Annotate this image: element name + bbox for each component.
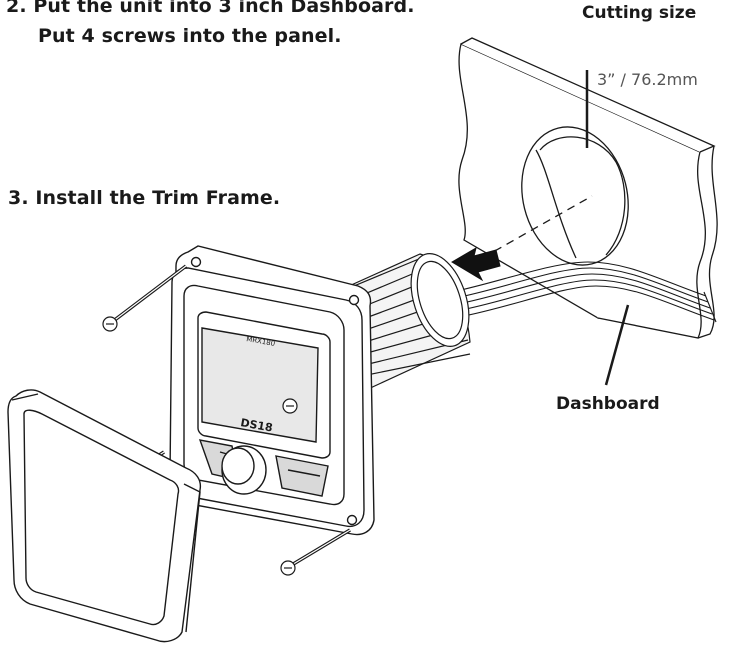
cutting-size-label: Cutting size — [582, 3, 697, 23]
screw-center — [283, 399, 297, 413]
dashboard-label: Dashboard — [556, 394, 660, 414]
step3-title: 3. Install the Trim Frame. — [8, 187, 281, 209]
unit-brand-text: DS18 — [239, 416, 273, 434]
step2-title-line1: 2. Put the unit into 3 inch Dashboard. — [6, 0, 415, 17]
wire-harness — [452, 262, 716, 322]
step2-title-line2: Put 4 screws into the panel. — [38, 25, 342, 47]
head-unit — [170, 246, 374, 534]
screw-top-left — [103, 266, 186, 331]
dashboard-leader — [606, 305, 628, 385]
screw-bottom-right — [281, 530, 350, 575]
trim-frame — [8, 390, 200, 642]
right-button — [276, 456, 328, 496]
dimension-label: 3” / 76.2mm — [597, 70, 698, 89]
dashboard-panel — [459, 38, 717, 338]
insertion-arrow-icon — [452, 248, 500, 280]
